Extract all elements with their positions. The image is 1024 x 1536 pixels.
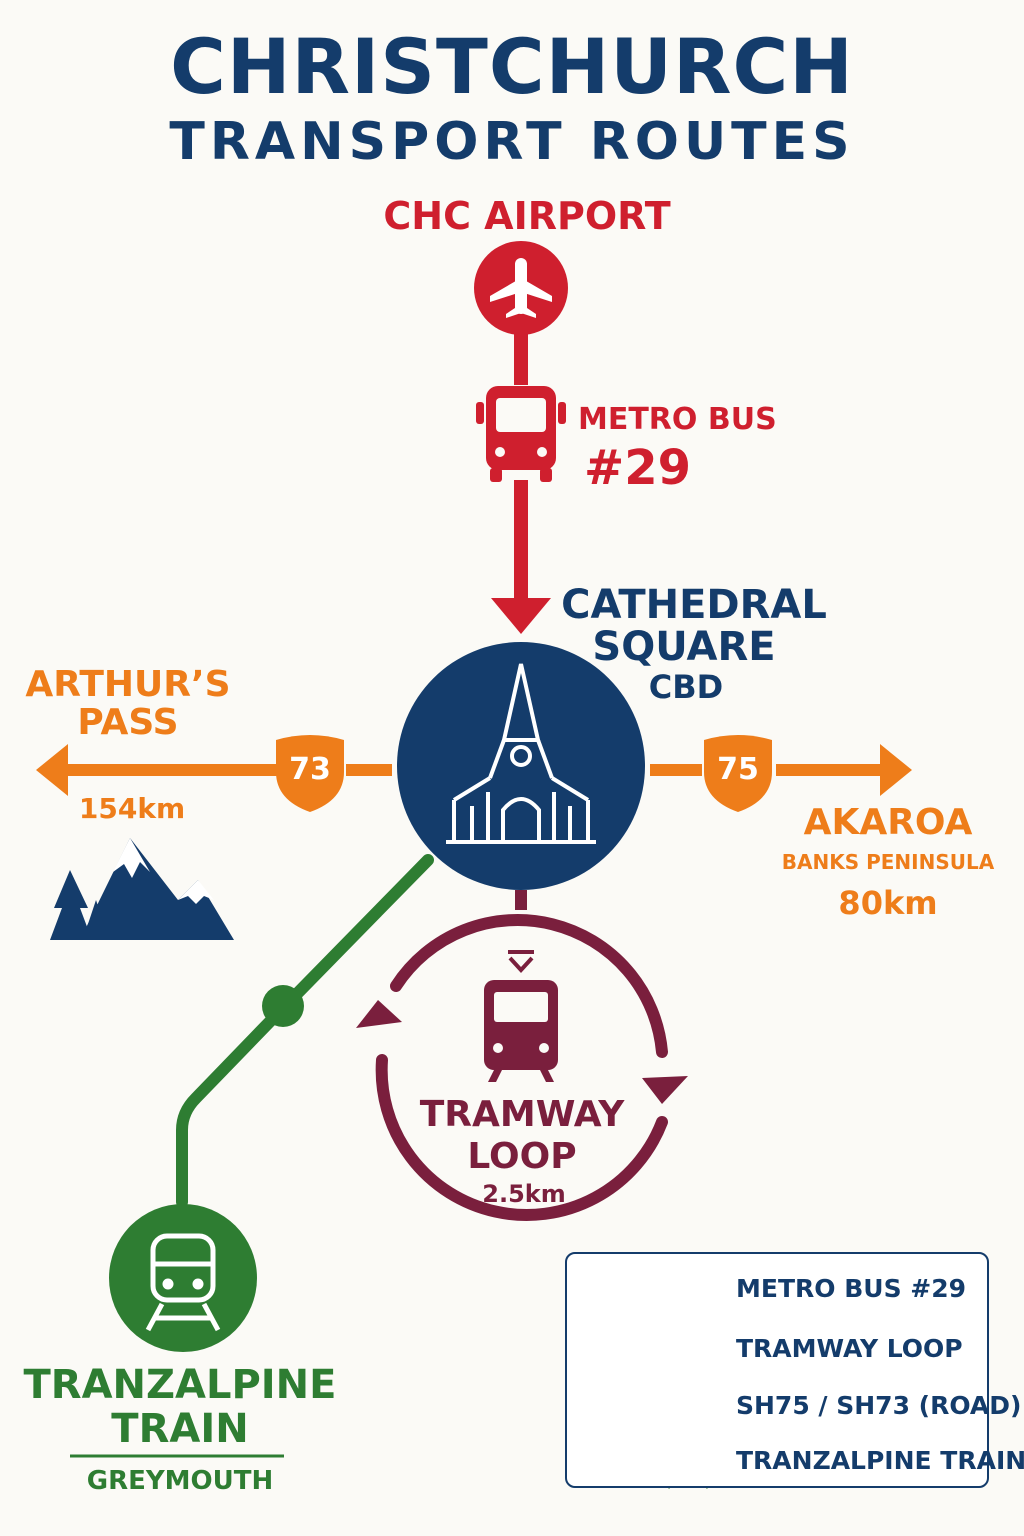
tramway-loop-route: [356, 890, 688, 1221]
east-arrowhead: [880, 744, 912, 796]
map-title-line2: TRANSPORT ROUTES: [169, 112, 855, 172]
cathedral-label-line1: CATHEDRAL: [561, 582, 827, 628]
train-icon: [145, 1233, 221, 1332]
tramway-label-line1: TRAMWAY: [419, 1094, 625, 1135]
cathedral-node[interactable]: [397, 642, 645, 890]
cbd-label: CBD: [648, 668, 724, 706]
loop-arrowhead-left: [356, 1000, 402, 1028]
cathedral-label-line2: SQUARE: [592, 624, 776, 670]
banks-peninsula-label: BANKS PENINSULA: [781, 850, 995, 874]
legend-label-metro-bus: METRO BUS #29: [736, 1274, 967, 1303]
tranzalpine-label-line1: TRANZALPINE: [23, 1362, 337, 1408]
shield-75-number: 75: [717, 752, 759, 787]
airport-node[interactable]: [474, 241, 568, 335]
loop-arrowhead-right: [642, 1076, 688, 1104]
arthurs-pass-label-line2: PASS: [77, 702, 179, 743]
legend-label-train: TRANZALPINE TRAIN: [736, 1446, 1024, 1475]
shield-73: [276, 735, 344, 812]
tranzalpine-route: [176, 854, 434, 1208]
akaroa-distance: 80km: [838, 884, 938, 922]
akaroa-label: AKAROA: [803, 802, 973, 843]
arthurs-pass-distance: 154km: [78, 792, 186, 825]
greymouth-label: GREYMOUTH: [86, 1466, 274, 1496]
tranzalpine-label-line2: TRAIN: [111, 1406, 249, 1452]
arthurs-pass-label-line1: ARTHUR’S: [25, 664, 231, 705]
metro-bus-number: #29: [584, 440, 692, 496]
map-title-line1: CHRISTCHURCH: [170, 22, 854, 111]
tranzalpine-node[interactable]: [109, 1204, 257, 1352]
shield-75: [704, 735, 772, 812]
west-arrowhead: [36, 744, 68, 796]
legend-label-road: SH75 / SH73 (ROAD): [736, 1391, 1022, 1420]
airport-label: CHC AIRPORT: [383, 194, 671, 238]
airplane-icon: [490, 258, 552, 318]
mountain-icon: [50, 838, 234, 940]
cathedral-icon: [446, 663, 596, 844]
tram-icon: [484, 950, 558, 1082]
tramway-distance: 2.5km: [482, 1180, 566, 1208]
shield-73-number: 73: [289, 752, 331, 787]
metro-bus-label: METRO BUS: [578, 402, 777, 437]
tramway-label-line2: LOOP: [467, 1136, 577, 1177]
train-stop-dot: [262, 985, 304, 1027]
legend-label-tramway: TRAMWAY LOOP: [736, 1334, 963, 1363]
legend-box: [565, 1252, 989, 1488]
bus-arrowhead: [491, 598, 551, 634]
metro-bus-route: [491, 330, 551, 634]
bus-icon: [476, 386, 566, 482]
road-routes: [36, 744, 912, 796]
